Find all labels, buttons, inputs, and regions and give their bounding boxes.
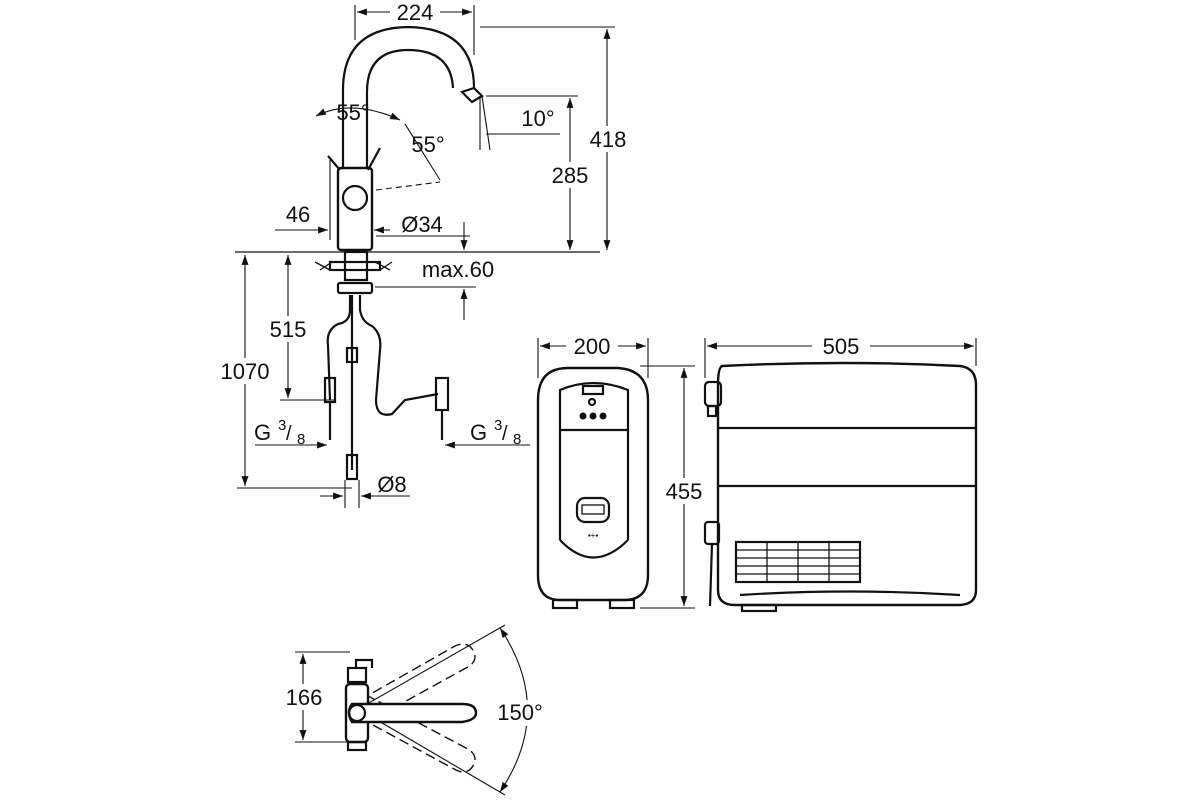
spout-inner-line [365, 48, 455, 248]
label-g-left: G [254, 420, 271, 445]
dim-top-depth: 166 [280, 651, 350, 743]
dim-hose-diameter: Ø8 [320, 472, 410, 508]
top-bottom-cap [346, 740, 368, 752]
status-dot-3 [599, 412, 607, 420]
label-max-60: max.60 [422, 257, 494, 282]
top-lever-base [346, 666, 368, 684]
label-55-left: 55° [336, 100, 369, 125]
spout-outer-line [341, 25, 476, 248]
filter-bottom-curve [559, 539, 629, 559]
shank [343, 250, 369, 282]
faucet-side-view [235, 25, 600, 481]
label-g-right-den: 8 [513, 431, 521, 448]
deck-hatching [314, 261, 393, 271]
dim-connection-right: G 3 / 8 [445, 417, 530, 449]
dim-spout-tilt: 10° [479, 95, 560, 151]
top-spout [347, 702, 478, 724]
dim-spout-reach: 224 [354, 0, 475, 55]
top-pivot [347, 703, 367, 723]
label-dia-34: Ø34 [401, 212, 443, 237]
chiller-housing [716, 361, 978, 607]
label-285: 285 [552, 163, 589, 188]
label-455: 455 [666, 479, 703, 504]
hose-connector [345, 346, 359, 364]
hose-right [358, 295, 439, 416]
dim-lever-clearance: 46 [275, 160, 390, 240]
label-g-left-slash: / [286, 423, 292, 445]
dim-filter-width: 200 [537, 333, 649, 378]
filter-top-panel [558, 381, 630, 432]
label-g-right-slash: / [502, 423, 508, 445]
label-150-deg: 150° [497, 700, 543, 725]
label-g-left-den: 8 [297, 431, 305, 448]
label-224: 224 [397, 0, 434, 25]
label-10-deg: 10° [521, 106, 554, 131]
fixing-plate [328, 260, 382, 272]
lever-right [367, 147, 381, 171]
label-418: 418 [590, 127, 627, 152]
display-icon [575, 496, 611, 524]
dim-connection-left: G 3 / 8 [254, 417, 327, 449]
dim-unit-height: 455 [640, 365, 708, 609]
label-166: 166 [286, 685, 323, 710]
faucet-top-view: 150° [344, 624, 548, 796]
dim-heights: 418 285 [480, 26, 628, 250]
label-g-right: G [470, 420, 487, 445]
chiller-base-curve [739, 590, 961, 597]
label-515: 515 [270, 317, 307, 342]
status-dot-2 [589, 412, 597, 420]
dim-hose-lengths: 515 1070 [214, 254, 352, 489]
label-g-right-num: 3 [494, 417, 502, 434]
label-46: 46 [286, 202, 310, 227]
status-dot-1 [579, 412, 587, 420]
vent-grille [734, 540, 862, 584]
lever-knob [341, 184, 369, 212]
label-200: 200 [574, 334, 611, 359]
label-g-left-num: 3 [278, 417, 286, 434]
dim-lever-angles: 55° 55° [315, 100, 445, 191]
chiller-unit-side [703, 361, 978, 613]
filter-foot-right [608, 598, 636, 610]
filter-foot-left [551, 598, 579, 610]
dim-body-diameter: Ø34 [376, 212, 470, 237]
spout-swing-upper [359, 643, 476, 723]
display-caption: ▪+▪ [588, 531, 599, 540]
label-1070: 1070 [221, 359, 270, 384]
label-505: 505 [823, 334, 860, 359]
label-55-right: 55° [411, 132, 444, 157]
status-led [587, 397, 597, 407]
chiller-connector-top-tip [706, 404, 718, 418]
fixing-nut [336, 281, 374, 295]
filter-housing [536, 366, 650, 602]
dim-chiller-width: 505 [704, 333, 977, 378]
label-dia-8: Ø8 [377, 472, 406, 497]
hose-left [326, 295, 352, 401]
lever-left [327, 155, 341, 171]
chiller-cable [708, 543, 714, 607]
filter-indicator [581, 384, 605, 396]
top-lever [354, 658, 374, 668]
bottom-connector [345, 453, 359, 481]
filter-unit-front: ▪+▪ [536, 366, 650, 610]
display-screen [581, 504, 605, 515]
chiller-foot [740, 603, 778, 613]
spout-outlet [459, 86, 484, 104]
dim-deck-thickness: max.60 [375, 222, 494, 320]
spout-swing-lower [359, 695, 476, 773]
